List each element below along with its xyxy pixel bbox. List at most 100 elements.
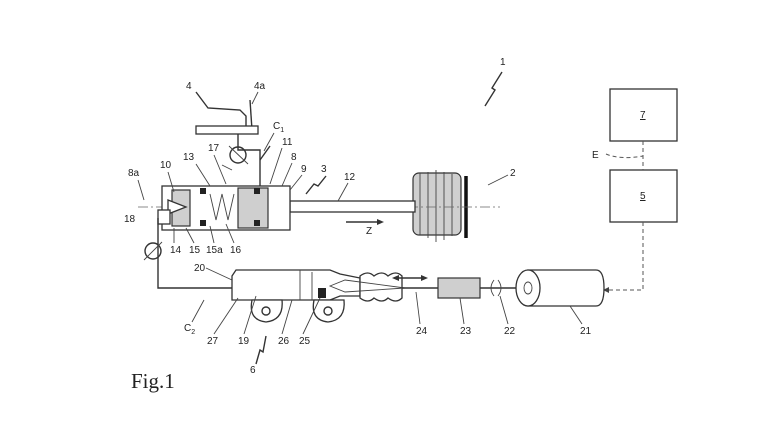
mount-hole	[261, 306, 271, 316]
label-16: 16	[230, 245, 242, 256]
label-14: 14	[170, 245, 182, 256]
port-18	[157, 209, 171, 225]
leader-C2	[191, 299, 205, 323]
label-3: 3	[321, 164, 327, 175]
label-C2: C2	[184, 323, 195, 336]
arrow-head	[603, 287, 609, 293]
leader-C1	[263, 132, 275, 152]
motor-21-body	[527, 269, 605, 307]
seal-dot	[254, 220, 260, 226]
leader-23	[459, 297, 465, 325]
leader-26	[281, 299, 293, 335]
piston	[237, 187, 269, 229]
label-26: 26	[278, 336, 290, 347]
label-9: 9	[301, 164, 307, 175]
label-2: 2	[510, 168, 516, 179]
label-Z: Z	[366, 226, 372, 237]
bellows	[359, 272, 403, 302]
label-24: 24	[416, 326, 428, 337]
leader-19	[243, 295, 257, 335]
fork-plate	[195, 125, 259, 135]
leader-10	[167, 171, 175, 193]
flow-indicator-c2	[144, 242, 162, 260]
leader-1	[484, 71, 503, 107]
leader-24	[415, 291, 421, 325]
label-E: E	[592, 150, 599, 161]
leader-8a	[137, 179, 145, 201]
motor-21-face	[515, 269, 541, 307]
leader-12	[337, 182, 349, 202]
seal-dot	[254, 188, 260, 194]
label-4: 4	[186, 81, 192, 92]
leader-11	[269, 147, 283, 185]
motor-21-shaft	[523, 281, 533, 295]
box-7-label: 7	[640, 110, 646, 121]
label-12: 12	[344, 172, 356, 183]
label-4a: 4a	[254, 81, 266, 92]
label-C1: C1	[273, 121, 284, 134]
leader-2	[487, 174, 509, 186]
spring-16	[209, 193, 235, 221]
mount-hole	[323, 306, 333, 316]
leader-17	[213, 154, 227, 185]
seal-dot	[200, 188, 206, 194]
mount-ear-left	[250, 299, 283, 323]
box-7	[609, 88, 678, 142]
leader-16	[225, 223, 235, 244]
label-11: 11	[282, 137, 293, 148]
valve-cone	[167, 199, 188, 215]
nut-23	[437, 277, 481, 299]
flow-indicator-c1	[229, 146, 247, 164]
leader-4a	[251, 91, 259, 105]
box-5-label: 5	[640, 191, 646, 202]
label-8a: 8a	[128, 168, 140, 179]
signal-line-5-21	[603, 222, 644, 291]
double-arrow-left	[392, 275, 399, 281]
leader-9	[289, 174, 303, 191]
fork-4a	[249, 99, 253, 131]
double-arrow-right	[421, 275, 428, 281]
leader-15a	[209, 225, 215, 244]
leader-15	[185, 227, 195, 244]
label-25: 25	[299, 336, 311, 347]
label-17: 17	[208, 143, 220, 154]
leader-25	[302, 297, 321, 335]
label-20: 20	[194, 263, 206, 274]
leader-8	[281, 162, 293, 187]
seal-dot	[200, 220, 206, 226]
figure-caption: Fig.1	[131, 369, 175, 393]
flow-indicator-tail	[221, 164, 233, 171]
flow-indicator-slash	[143, 241, 163, 261]
label-19: 19	[238, 336, 250, 347]
label-10: 10	[160, 160, 172, 171]
leader-21	[569, 305, 583, 325]
leader-13	[195, 163, 211, 187]
leader-22	[499, 295, 509, 325]
flow-indicator-slash	[228, 145, 249, 165]
fork-arm-4	[195, 91, 247, 130]
leader-3	[305, 175, 327, 195]
seal-25	[318, 288, 326, 298]
rod-12	[289, 200, 416, 213]
label-21: 21	[580, 326, 592, 337]
leader-6	[255, 335, 267, 365]
label-8: 8	[291, 152, 297, 163]
leader-E	[605, 153, 644, 159]
label-18: 18	[124, 214, 136, 225]
master-cylinder-body	[231, 269, 361, 301]
fluid-line-c1	[259, 145, 271, 161]
rotation-mark	[490, 279, 495, 297]
z-arrow-head	[377, 219, 384, 225]
label-13: 13	[183, 152, 195, 163]
bracket	[237, 134, 261, 186]
label-27: 27	[207, 336, 219, 347]
label-23: 23	[460, 326, 472, 337]
box-5	[609, 169, 678, 223]
label-22: 22	[504, 326, 516, 337]
hydraulic-line-c2	[157, 218, 232, 289]
label-6: 6	[250, 365, 256, 376]
label-15: 15	[189, 245, 201, 256]
rotation-mark	[497, 279, 502, 297]
